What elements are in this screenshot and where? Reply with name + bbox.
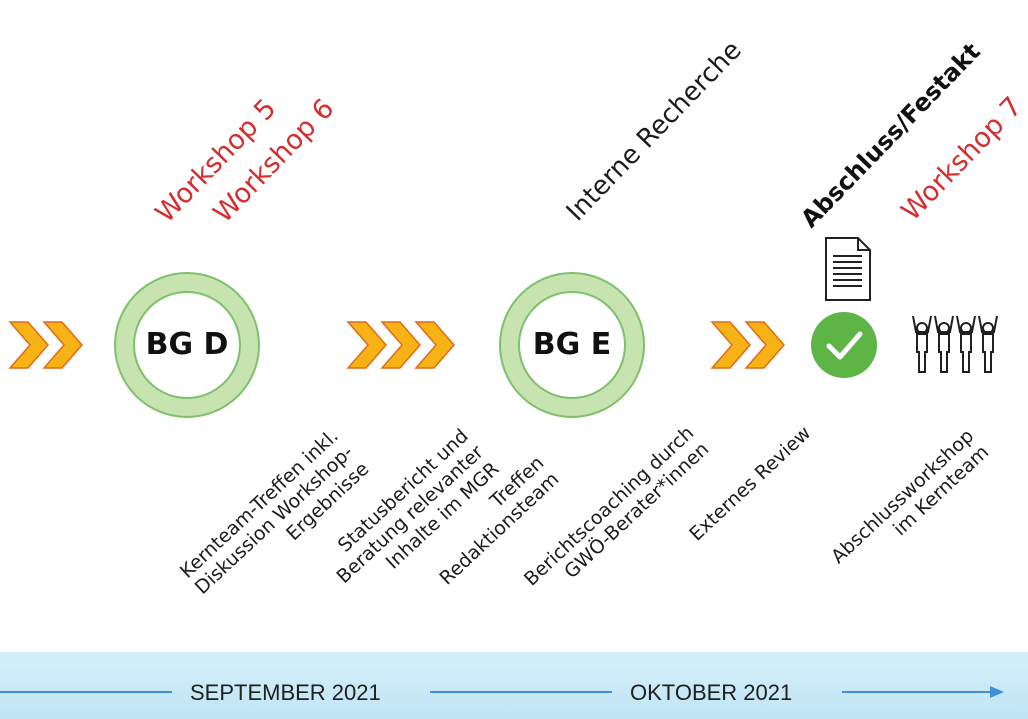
people-cheering-icon [912,315,998,373]
chevron-arrow-icon [346,321,455,369]
timeline-arrow [0,686,1004,698]
checkmark-icon [811,312,877,378]
month-september: SEPTEMBER 2021 [190,680,381,705]
chevron-arrow-icon [710,321,785,369]
bg-e-ring [499,272,645,418]
bg-d-ring [114,272,260,418]
month-october: OKTOBER 2021 [630,680,793,705]
timeline-band [0,652,1028,719]
bg-d-label: BG D [145,327,229,362]
bg-e-label: BG E [532,327,612,362]
document-icon [825,237,871,301]
chevron-arrow-icon [8,321,83,369]
